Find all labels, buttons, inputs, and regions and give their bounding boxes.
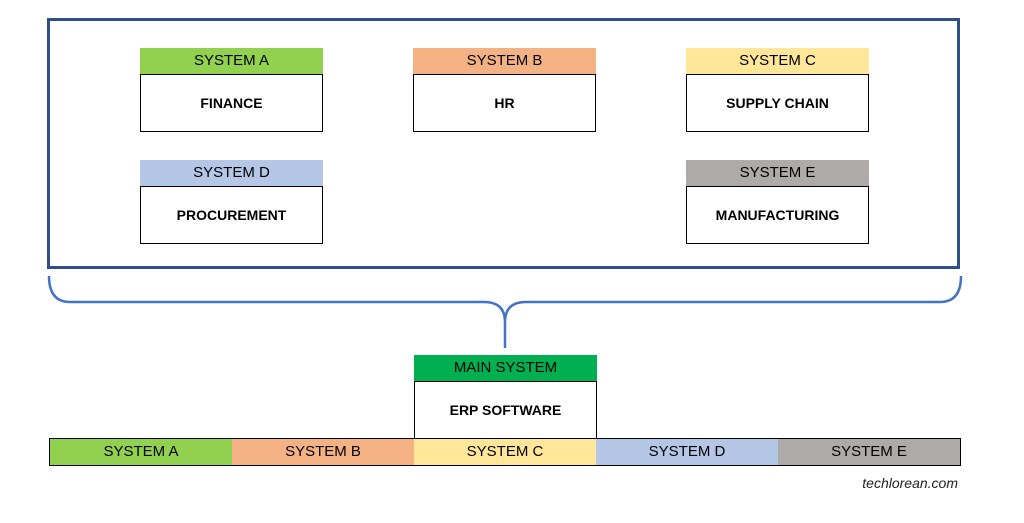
main-system-header: MAIN SYSTEM — [414, 355, 597, 381]
system-e-header: SYSTEM E — [686, 160, 869, 186]
bar-segment-e: SYSTEM E — [778, 439, 960, 465]
system-d-header: SYSTEM D — [140, 160, 323, 186]
procurement-module: PROCUREMENT — [140, 186, 323, 244]
system-c-header: SYSTEM C — [686, 48, 869, 74]
system-e-card: SYSTEM E MANUFACTURING — [686, 160, 869, 244]
bar-segment-a: SYSTEM A — [50, 439, 232, 465]
systems-frame — [47, 18, 960, 269]
brace-path — [47, 276, 963, 348]
hr-module: HR — [413, 74, 596, 132]
system-d-card: SYSTEM D PROCUREMENT — [140, 160, 323, 244]
system-b-header: SYSTEM B — [413, 48, 596, 74]
supply-chain-module: SUPPLY CHAIN — [686, 74, 869, 132]
system-bar: SYSTEM A SYSTEM B SYSTEM C SYSTEM D SYST… — [49, 438, 961, 466]
erp-software-module: ERP SOFTWARE — [414, 381, 597, 438]
watermark: techlorean.com — [862, 475, 958, 491]
main-system-card: MAIN SYSTEM ERP SOFTWARE — [414, 355, 597, 438]
manufacturing-module: MANUFACTURING — [686, 186, 869, 244]
bar-segment-c: SYSTEM C — [414, 439, 596, 465]
system-b-card: SYSTEM B HR — [413, 48, 596, 132]
curly-brace-connector — [47, 276, 963, 348]
finance-module: FINANCE — [140, 74, 323, 132]
system-a-header: SYSTEM A — [140, 48, 323, 74]
bar-segment-d: SYSTEM D — [596, 439, 778, 465]
bar-segment-b: SYSTEM B — [232, 439, 414, 465]
system-a-card: SYSTEM A FINANCE — [140, 48, 323, 132]
system-c-card: SYSTEM C SUPPLY CHAIN — [686, 48, 869, 132]
